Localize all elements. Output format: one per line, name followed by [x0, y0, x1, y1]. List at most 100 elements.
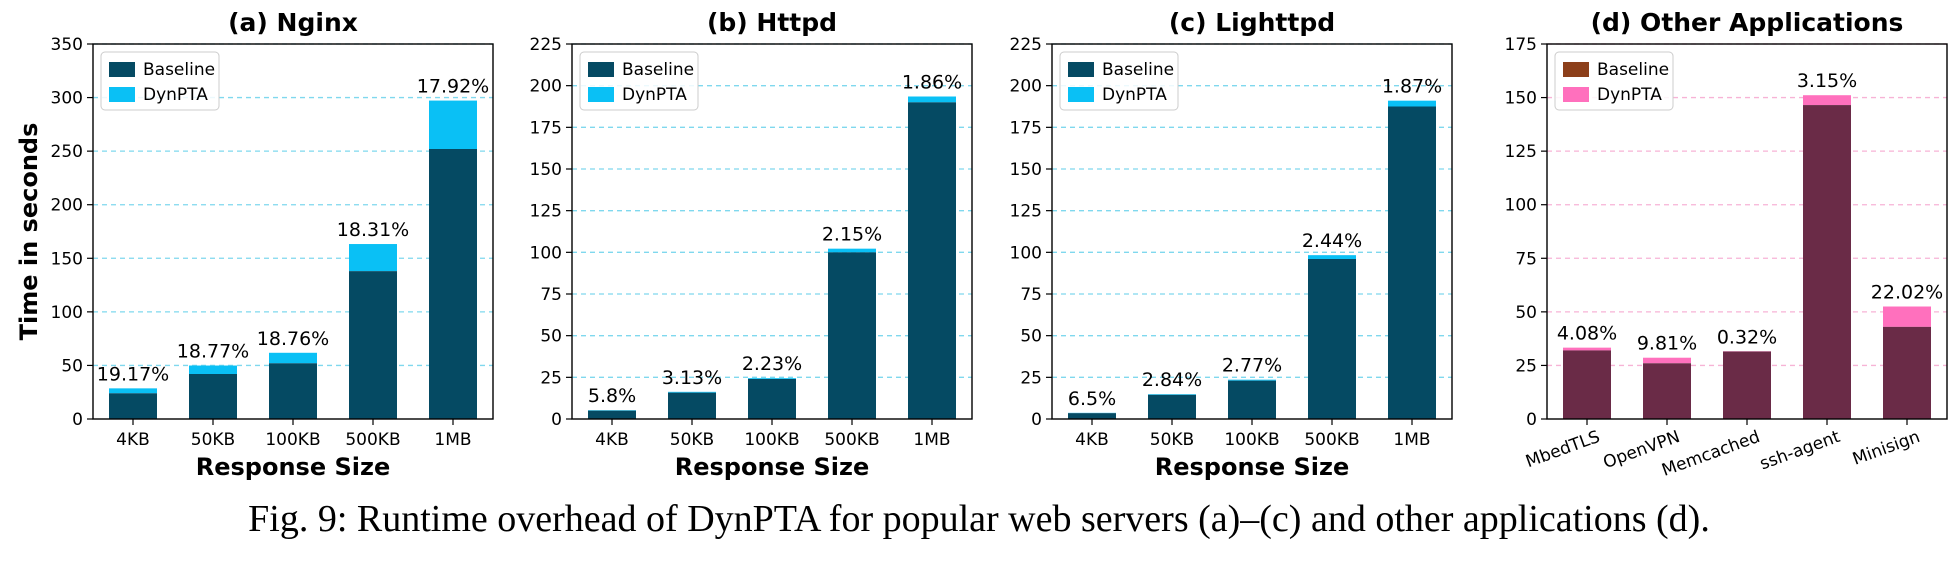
bar-baseline: [1308, 259, 1356, 419]
bar-dynpta: [429, 100, 477, 149]
x-tick-label: 500KB: [345, 430, 400, 450]
bar-baseline: [828, 252, 876, 419]
bar-baseline: [189, 374, 237, 419]
y-tick-label: 100: [530, 243, 562, 263]
y-tick-label: 0: [1526, 410, 1537, 430]
axes-frame: [1546, 43, 1948, 420]
legend-label-baseline: Baseline: [1102, 60, 1174, 80]
bar-data-label: 18.76%: [257, 328, 329, 350]
y-axis-label: Time in seconds: [15, 123, 43, 341]
y-tick-label: 175: [1010, 118, 1042, 138]
figure-panels: Time in seconds05010015020025030035019.1…: [15, 8, 1948, 481]
legend-swatch-dynpta: [588, 87, 614, 102]
bar-baseline: [668, 392, 716, 419]
y-tick-label: 75: [540, 285, 562, 305]
bar-baseline: [748, 379, 796, 419]
x-tick-label: 4KB: [1075, 430, 1109, 450]
bar-data-label: 5.8%: [588, 385, 636, 407]
bar-data-label: 0.32%: [1717, 326, 1777, 348]
y-tick-label: 125: [1010, 202, 1042, 222]
bar-data-label: 4.08%: [1557, 323, 1617, 345]
bar-data-label: 19.17%: [97, 363, 169, 385]
bar-data-label: 22.02%: [1871, 282, 1943, 304]
x-axis-label: Response Size: [675, 453, 869, 481]
bar-baseline: [349, 271, 397, 419]
bar-dynpta: [1388, 100, 1436, 107]
axes-frame: [1051, 43, 1453, 420]
bar-data-label: 17.92%: [417, 76, 489, 98]
bar-baseline: [1228, 380, 1276, 419]
bar-dynpta: [1643, 357, 1691, 364]
bar-dynpta: [828, 248, 876, 253]
legend-label-baseline: Baseline: [1597, 60, 1669, 80]
x-tick-label: 1MB: [913, 430, 950, 450]
y-tick-label: 25: [1515, 356, 1537, 376]
bar-data-label: 9.81%: [1637, 333, 1697, 355]
x-tick-label: ssh-agent: [1757, 427, 1843, 475]
x-tick-label: 4KB: [595, 430, 629, 450]
y-tick-label: 50: [540, 327, 562, 347]
x-tick-label: 100KB: [744, 430, 799, 450]
y-tick-label: 50: [1515, 303, 1537, 323]
y-tick-label: 50: [1020, 327, 1042, 347]
y-tick-label: 150: [1010, 160, 1042, 180]
axes-frame: [92, 43, 494, 420]
x-tick-label: 500KB: [1304, 430, 1359, 450]
legend-swatch-dynpta: [1563, 87, 1589, 102]
legend-swatch-baseline: [1563, 62, 1589, 77]
x-tick-label: Minisign: [1850, 427, 1923, 470]
bar-baseline: [269, 363, 317, 419]
legend-label-baseline: Baseline: [622, 60, 694, 80]
legend-swatch-baseline: [588, 62, 614, 77]
y-tick-label: 200: [51, 196, 83, 216]
y-tick-label: 25: [540, 368, 562, 388]
y-tick-label: 100: [1010, 243, 1042, 263]
bar-dynpta: [1228, 379, 1276, 381]
chart-title: (b) Httpd: [707, 8, 837, 37]
bar-dynpta: [109, 388, 157, 394]
bar-data-label: 6.5%: [1068, 388, 1116, 410]
bar-baseline: [1563, 350, 1611, 419]
bar-dynpta: [908, 96, 956, 103]
legend-swatch-dynpta: [109, 87, 135, 102]
bar-data-label: 18.77%: [177, 341, 249, 363]
bar-data-label: 2.84%: [1142, 369, 1202, 391]
bar-data-label: 3.13%: [662, 367, 722, 389]
bar-data-label: 3.15%: [1797, 70, 1857, 92]
y-tick-label: 0: [551, 410, 562, 430]
chart-title: (d) Other Applications: [1591, 8, 1904, 37]
bar-baseline: [1068, 413, 1116, 419]
bar-dynpta: [588, 410, 636, 411]
bar-baseline: [1148, 394, 1196, 419]
bar-dynpta: [748, 378, 796, 379]
bar-dynpta: [1148, 394, 1196, 395]
x-tick-label: 500KB: [824, 430, 879, 450]
bar-dynpta: [1883, 306, 1931, 327]
y-tick-label: 150: [530, 160, 562, 180]
legend-label-baseline: Baseline: [143, 60, 215, 80]
bar-dynpta: [1563, 347, 1611, 351]
bar-data-label: 2.44%: [1302, 230, 1362, 252]
bar-data-label: 1.86%: [902, 72, 962, 94]
y-tick-label: 75: [1020, 285, 1042, 305]
y-tick-label: 50: [61, 356, 83, 376]
bar-baseline: [1643, 363, 1691, 419]
y-tick-label: 175: [1505, 35, 1537, 55]
x-axis-label: Response Size: [196, 453, 390, 481]
y-tick-label: 200: [1010, 77, 1042, 97]
y-tick-label: 125: [1505, 142, 1537, 162]
bar-baseline: [429, 149, 477, 419]
legend-label-dynpta: DynPTA: [1597, 85, 1662, 105]
x-tick-label: 50KB: [1150, 430, 1194, 450]
axes-frame: [571, 43, 973, 420]
x-tick-label: 4KB: [116, 430, 150, 450]
bar-baseline: [1723, 351, 1771, 419]
chart-title: (c) Lighttpd: [1169, 8, 1335, 37]
y-tick-label: 0: [1031, 410, 1042, 430]
bar-data-label: 2.77%: [1222, 355, 1282, 377]
x-tick-label: 1MB: [434, 430, 471, 450]
x-tick-label: 100KB: [1224, 430, 1279, 450]
y-tick-label: 0: [72, 410, 83, 430]
bar-dynpta: [668, 391, 716, 393]
legend-swatch-baseline: [1068, 62, 1094, 77]
